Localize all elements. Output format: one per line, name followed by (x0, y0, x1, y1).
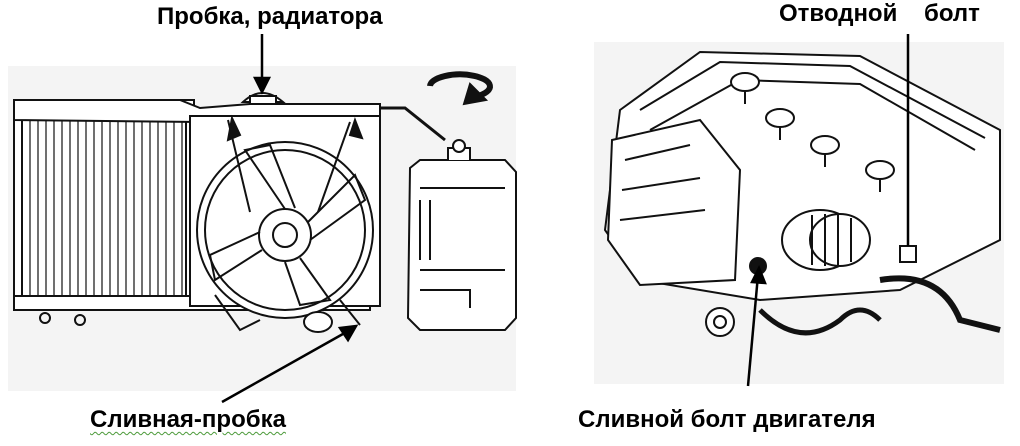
vent-bolt (899, 245, 917, 263)
drain-plug-label: Сливная-пробка (90, 406, 286, 433)
radiator-cap-label: Пробка, радиатора (157, 3, 383, 30)
radiator-cap (240, 92, 286, 105)
spark-plug-caps (730, 72, 895, 192)
overflow-hose (380, 106, 446, 142)
leader-arrows-right (746, 34, 910, 387)
engine-drain-bolt-label: Сливной болт двигателя (578, 406, 876, 433)
vent-bolt-label: Отводной болт (779, 0, 980, 27)
rotate-arrow-icon (427, 71, 493, 106)
water-pump (781, 209, 871, 271)
coolant-reservoir (406, 139, 517, 331)
cooling-fan (189, 114, 381, 333)
leader-arrows-left (221, 34, 359, 404)
